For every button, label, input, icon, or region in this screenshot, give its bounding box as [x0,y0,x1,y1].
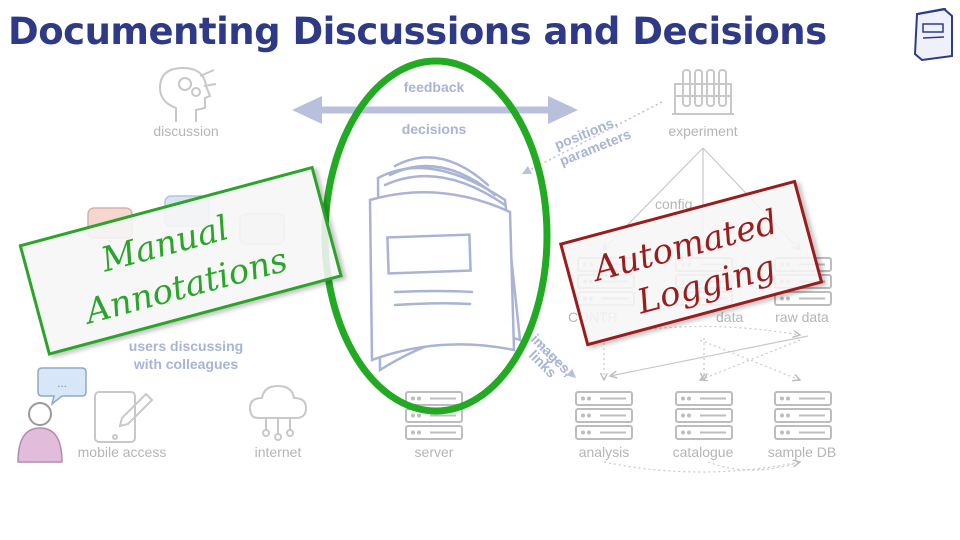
data-label: data [716,309,743,325]
users-label-line1: users discussing [129,338,243,354]
sample-db-server-icon [774,391,832,440]
automated-logging-stamp: Automated Logging [558,179,824,347]
raw-data-label: raw data [775,309,829,325]
tablet-icon [94,391,154,443]
analysis-server-icon [575,391,633,440]
slide-title: Documenting Discussions and Decisions [8,10,827,53]
decisions-label: decisions [402,121,467,137]
flow-line [610,335,809,376]
cloud-icon [248,384,308,441]
svg-text:...: ... [57,376,67,390]
server-label: server [415,444,454,460]
brain-head-icon [158,66,217,122]
analysis-label: analysis [579,444,630,460]
discussion-label: discussion [153,123,218,139]
images-arrow [539,345,577,379]
person-icon: ... [17,367,87,463]
test-tubes-icon [672,69,734,115]
server-icon [405,391,463,440]
feedback-label: feedback [404,79,465,95]
sample-db-label: sample DB [768,444,836,460]
positions-arrow [521,101,663,175]
catalogue-label: catalogue [673,444,734,460]
users-label-line2: with colleagues [133,356,238,372]
feedback-arrow [292,96,578,124]
catalogue-server-icon [675,391,733,440]
notebook-icon [913,7,953,62]
mobile-label: mobile access [78,444,167,460]
internet-label: internet [255,444,302,460]
experiment-label: experiment [668,123,737,139]
config-label: config [655,196,692,212]
notebook-sketch-icon [368,156,522,373]
